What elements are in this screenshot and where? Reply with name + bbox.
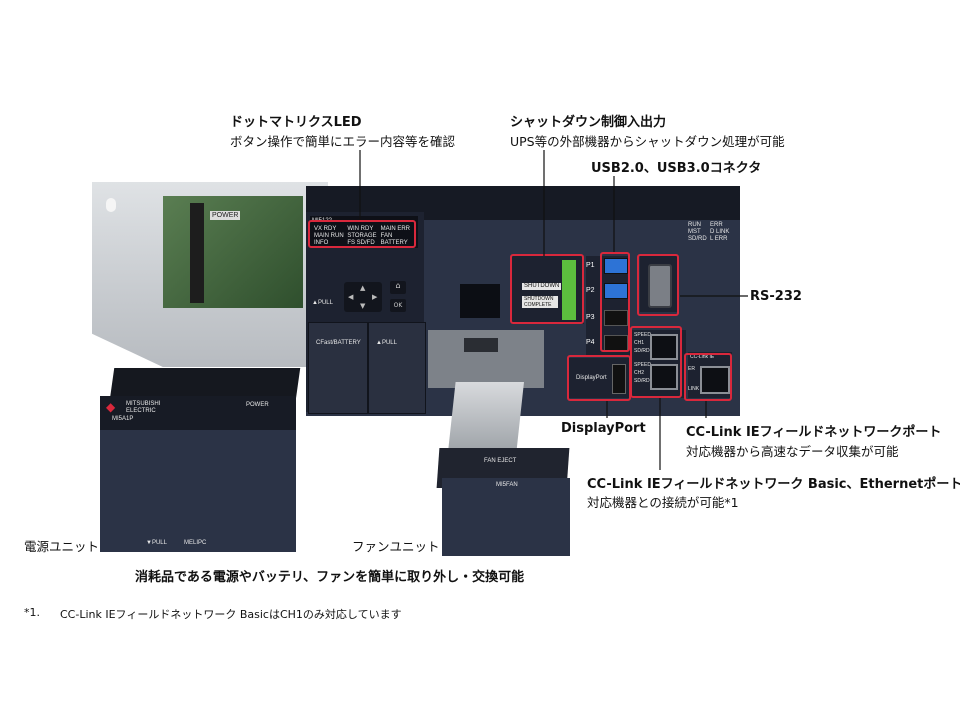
led-label: BATTERY <box>380 240 408 246</box>
link-label: LINK <box>688 386 700 392</box>
fan-eject-label: FAN EJECT <box>484 458 517 464</box>
power-unit-header <box>100 396 296 430</box>
led-label: L ERR <box>710 236 728 242</box>
consumables-caption: 消耗品である電源やバッテリ、ファンを簡単に取り外し・交換可能 <box>135 570 525 585</box>
led-label: SD/RD <box>688 236 707 242</box>
melipc-label: MELIPC <box>184 540 207 546</box>
shutdown-title: シャットダウン制御入出力 <box>510 115 667 130</box>
cclink-field-port[interactable] <box>700 366 730 394</box>
down-arrow-icon: ▼ <box>360 302 366 310</box>
displayport-title: DisplayPort <box>561 421 646 436</box>
led-label: STORAGE <box>347 233 377 239</box>
right-led-grid: RUN ERR MST D LINK SD/RD L ERR <box>688 222 732 243</box>
pull-cover[interactable] <box>368 322 426 414</box>
ethernet-highlight-box <box>630 326 682 398</box>
fan-connector <box>464 338 498 352</box>
cfast-battery-cover[interactable] <box>308 322 368 414</box>
power-tag-unit: POWER <box>246 402 269 408</box>
ch-label: SD/RD <box>634 378 650 384</box>
rail-hole <box>106 198 116 212</box>
led-label: WIN RDY <box>347 226 374 232</box>
cclink-field-title: CC-Link IEフィールドネットワークポート <box>686 425 942 440</box>
dpad-button[interactable]: ▲ ▼ ◀ ▶ <box>344 282 382 312</box>
rs232-port[interactable] <box>648 264 672 308</box>
terminal-connector[interactable] <box>562 260 576 320</box>
cclink-field-desc: 対応機器から高速なデータ収集が可能 <box>686 444 899 459</box>
led-label: ERR <box>710 222 723 228</box>
shutdown-in-label: SHUTDOWN <box>522 283 562 290</box>
fan-unit-label: ファンユニット <box>352 539 440 554</box>
brand-label: MITSUBISHI ELECTRIC <box>126 401 161 414</box>
fan-cable <box>448 382 524 452</box>
rs232-highlight-box <box>637 254 679 316</box>
dotmatrix-desc: ボタン操作で簡単にエラー内容等を確認 <box>230 134 456 149</box>
power-unit-model: MI5A1P <box>112 416 134 422</box>
led-label: MAIN ERR <box>380 226 410 232</box>
ok-button[interactable]: OK <box>390 299 406 312</box>
led-label: FAN <box>380 233 393 239</box>
ethernet-port-ch1[interactable] <box>650 334 678 360</box>
ch-label: CH1 <box>634 340 645 346</box>
dotmatrix-title: ドットマトリクスLED <box>230 115 362 130</box>
home-icon: ⌂ <box>395 281 401 290</box>
led-label: RUN <box>688 222 701 228</box>
led-label: MST <box>688 229 701 235</box>
center-recess <box>460 284 500 318</box>
led-grid: VX RDY WIN RDY MAIN ERR MAIN RUN STORAGE… <box>314 226 414 247</box>
pull-label-down: ▼PULL <box>146 540 167 546</box>
cfast-label: CFast/BATTERY <box>316 340 361 346</box>
fan-unit-model: MI5FAN <box>496 482 518 488</box>
ch-label: CH2 <box>634 370 645 376</box>
pull-label: ▲PULL <box>376 340 397 346</box>
displayport-port[interactable] <box>612 364 626 394</box>
cclink-highlight-box <box>684 353 732 401</box>
rs232-title: RS-232 <box>750 289 802 304</box>
led-highlight-box <box>308 220 416 248</box>
cclink-basic-title: CC-Link IEフィールドネットワーク Basic、Ethernetポート <box>587 477 960 492</box>
shutdown-out-label: SHUTDOWN COMPLETE <box>522 296 558 308</box>
power-tag: POWER <box>210 211 241 220</box>
usb-port-label: P4 <box>586 339 595 346</box>
ethernet-port-ch2[interactable] <box>650 364 678 390</box>
led-label: MAIN RUN <box>314 233 344 239</box>
usb-port-label: P2 <box>586 287 595 294</box>
ch-label: SD/RD <box>634 348 650 354</box>
displayport-port-label: DisplayPort <box>576 375 607 381</box>
usb-port-label: P3 <box>586 314 595 321</box>
led-label: INFO <box>314 240 329 246</box>
power-unit-label: 電源ユニット <box>24 539 100 554</box>
ch-label: SPEED <box>634 362 651 368</box>
footnote-text: CC-Link IEフィールドネットワーク BasicはCH1のみ対応しています <box>60 608 402 621</box>
right-arrow-icon: ▶ <box>372 293 378 301</box>
usb3-port[interactable] <box>604 258 628 274</box>
fan-unit-body <box>442 478 570 556</box>
er-label: ER <box>688 366 695 372</box>
ch-label: SPEED <box>634 332 651 338</box>
left-arrow-icon: ◀ <box>348 293 354 301</box>
up-arrow-icon: ▲ <box>360 284 366 292</box>
home-button[interactable]: ⌂ <box>390 281 406 294</box>
usb-highlight-box <box>600 252 630 352</box>
usb2-port[interactable] <box>604 310 628 326</box>
usb-port-label: P1 <box>586 262 595 269</box>
pull-label: ▲PULL <box>312 300 333 306</box>
usb-title: USB2.0、USB3.0コネクタ <box>591 161 762 176</box>
led-label: VX RDY <box>314 226 337 232</box>
footnote-mark: *1. <box>24 606 40 619</box>
shutdown-desc: UPS等の外部機器からシャットダウン処理が可能 <box>510 134 785 149</box>
cclink-basic-desc: 対応機器との接続が可能*1 <box>587 495 739 510</box>
led-label: D LINK <box>710 229 730 235</box>
brand-logo-icon: ◆ <box>106 400 116 414</box>
led-label: FS SD/FD <box>347 240 375 246</box>
board-connector <box>190 203 204 303</box>
cclink-tag: CC-Link IE <box>690 354 715 360</box>
shutdown-highlight-box <box>510 254 584 324</box>
usb3-port[interactable] <box>604 283 628 299</box>
